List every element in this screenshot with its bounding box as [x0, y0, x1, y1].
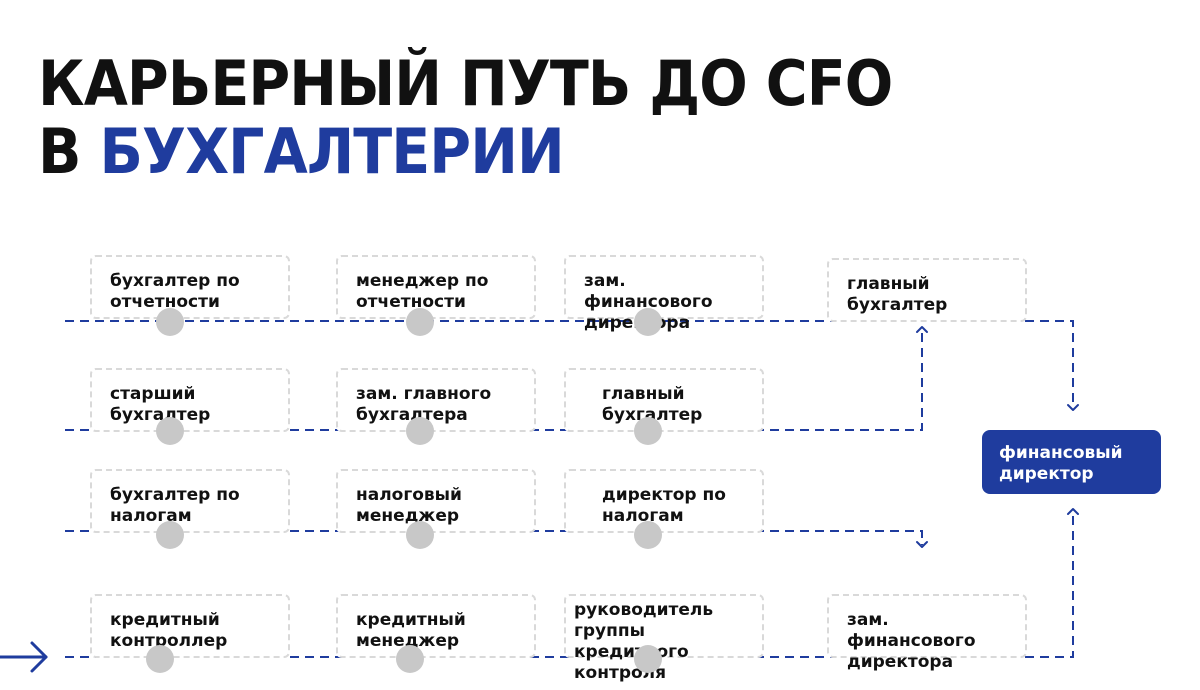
title-line-1: КАРЬЕРНЫЙ ПУТЬ ДО CFO	[38, 47, 893, 120]
circle-marker-icon	[156, 417, 184, 445]
chevron-up-icon	[916, 326, 928, 333]
circle-marker-icon	[634, 417, 662, 445]
chevron-up-icon	[1067, 508, 1079, 515]
page-title: КАРЬЕРНЫЙ ПУТЬ ДО CFO В БУХГАЛТЕРИИ	[38, 47, 893, 186]
track-1-line	[65, 320, 1074, 408]
circle-marker-icon	[634, 308, 662, 336]
circle-marker-icon	[156, 521, 184, 549]
circle-marker-icon	[156, 308, 184, 336]
circle-marker-icon	[396, 645, 424, 673]
circle-marker-icon	[406, 417, 434, 445]
title-prefix: В	[38, 115, 100, 188]
circle-marker-icon	[634, 645, 662, 673]
title-accent: БУХГАЛТЕРИИ	[99, 115, 564, 188]
track-3-line	[65, 530, 923, 545]
title-line-2: В БУХГАЛТЕРИИ	[38, 118, 892, 186]
circle-marker-icon	[634, 521, 662, 549]
chevron-down-icon	[916, 541, 928, 548]
chevron-down-icon	[1067, 404, 1079, 411]
circle-marker-icon	[406, 308, 434, 336]
circle-marker-icon	[406, 521, 434, 549]
arrow-right-icon	[0, 641, 48, 673]
circle-marker-icon	[146, 645, 174, 673]
